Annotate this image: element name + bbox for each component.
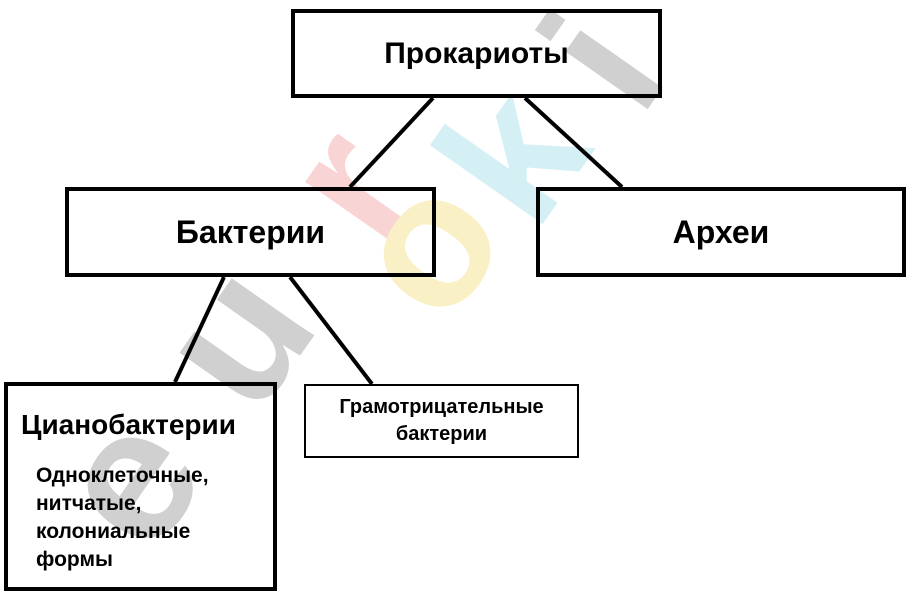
gram-negative-label-line: бактерии (395, 423, 488, 445)
cyanobacteria-desc-line: формы (36, 548, 113, 571)
connector-bacteria-cyano (173, 276, 226, 383)
node-cyanobacteria-description: Одноклеточные, нитчатые, колониальные фо… (36, 462, 209, 574)
connector-bacteria-gram (288, 275, 374, 386)
connector-root-archaea (523, 96, 624, 189)
gram-negative-label-line: Грамотрицательные (339, 396, 544, 418)
node-bacteria: Бактерии (65, 187, 436, 277)
node-archaea: Археи (536, 187, 906, 277)
cyanobacteria-desc-line: нитчатые, (36, 492, 142, 515)
cyanobacteria-desc-line: Одноклеточные, (36, 464, 209, 487)
cyanobacteria-desc-line: колониальные (36, 520, 191, 543)
node-bacteria-label: Бактерии (175, 213, 326, 250)
node-archaea-label: Археи (672, 213, 770, 250)
node-prokaryotes: Прокариоты (291, 9, 662, 98)
node-cyanobacteria-title: Цианобактерии (21, 409, 236, 440)
node-gram-negative: Грамотрицательные бактерии (304, 384, 579, 458)
node-cyanobacteria: Цианобактерии Одноклеточные, нитчатые, к… (4, 382, 277, 591)
connector-root-bacteria (348, 96, 435, 189)
node-prokaryotes-label: Прокариоты (384, 36, 569, 70)
